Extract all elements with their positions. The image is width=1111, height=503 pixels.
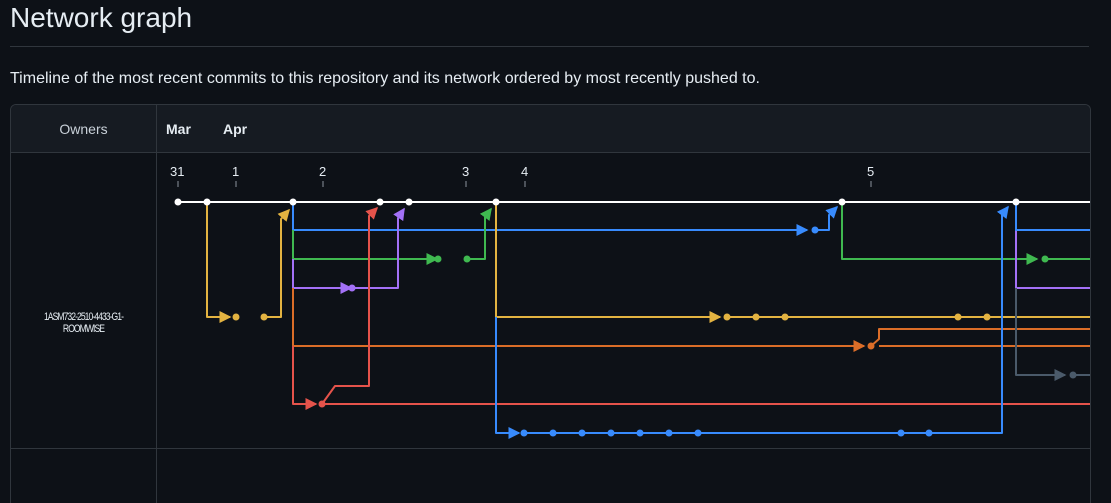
commits-yellow[interactable] <box>232 313 991 321</box>
branch-red-merge[interactable] <box>321 206 379 405</box>
owner-name-label[interactable]: 1ASM732-2510-4433-G1-ROOMWISE <box>43 311 124 335</box>
commits-orange[interactable] <box>867 342 875 350</box>
commits-blue[interactable] <box>520 226 933 437</box>
day-label-4: 4 <box>521 164 528 179</box>
branch-purple[interactable] <box>292 259 353 294</box>
branch-red[interactable] <box>292 346 318 410</box>
month-label-apr: Apr <box>223 121 248 137</box>
branch-yellow-2[interactable] <box>495 202 722 323</box>
commits-gray[interactable] <box>1069 371 1077 379</box>
network-graph-canvas[interactable]: 31 1 2 3 4 5 <box>11 105 1090 503</box>
graph-bottom-divider <box>11 448 1090 449</box>
branch-purple-merge[interactable] <box>352 207 405 289</box>
branch-green-merge[interactable] <box>467 207 492 260</box>
commits-main[interactable] <box>174 198 1020 206</box>
commits-red[interactable] <box>318 400 326 408</box>
title-divider <box>10 46 1089 47</box>
branch-orange-2[interactable] <box>870 328 1090 347</box>
owners-header: Owners <box>11 105 156 152</box>
page-description: Timeline of the most recent commits to t… <box>10 70 760 87</box>
owners-column-divider <box>156 152 157 503</box>
branch-yellow-1-merge[interactable] <box>264 208 290 318</box>
branch-blue-top-merge[interactable] <box>815 205 839 231</box>
branch-green-2[interactable] <box>841 202 1039 265</box>
month-label-mar: Mar <box>166 121 191 137</box>
day-label-2: 2 <box>319 164 326 179</box>
commits-green[interactable] <box>434 255 1049 263</box>
header-divider <box>11 152 1090 153</box>
network-graph-panel[interactable]: Owners Mar Apr 1ASM732-2510-4433-G1-ROOM… <box>10 104 1091 503</box>
branch-blue-bottom-merge[interactable] <box>524 205 1009 434</box>
branch-green[interactable] <box>292 230 439 265</box>
day-label-31: 31 <box>170 164 184 179</box>
commits-purple[interactable] <box>348 284 356 292</box>
day-ticks <box>177 181 872 187</box>
day-label-5: 5 <box>867 164 874 179</box>
branch-gray[interactable] <box>1015 288 1067 381</box>
months-header: Mar Apr <box>156 105 1090 152</box>
day-label-3: 3 <box>462 164 469 179</box>
branch-yellow-1[interactable] <box>206 202 232 323</box>
page-title: Network graph <box>10 2 193 33</box>
day-label-1: 1 <box>232 164 239 179</box>
branch-blue-3[interactable] <box>1015 202 1090 231</box>
branch-blue-bottom[interactable] <box>495 317 521 439</box>
